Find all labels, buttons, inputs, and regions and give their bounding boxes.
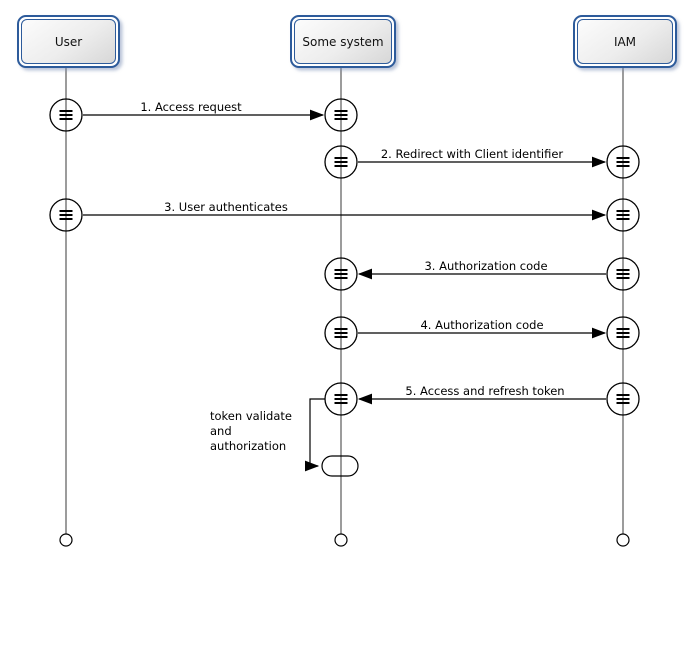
self-message-loop (304, 398, 325, 472)
message-label-access-refresh-token: 5. Access and refresh token (405, 384, 565, 398)
actor-label-some-system: Some system (302, 34, 384, 49)
self-message-target-node (321, 455, 359, 477)
actor-box-some-system: Some system (290, 15, 396, 68)
message-label-authorization-code-return: 3. Authorization code (424, 259, 548, 273)
lifeline-end-iam (616, 533, 630, 547)
message-label-access-request: 1. Access request (140, 100, 242, 114)
lifeline-end-user (59, 533, 73, 547)
message-label-user-authenticates: 3. User authenticates (164, 200, 288, 214)
message-label-authorization-code-send: 4. Authorization code (420, 318, 544, 332)
actor-box-user: User (17, 15, 120, 68)
actor-label-iam: IAM (613, 34, 637, 49)
actor-box-iam: IAM (573, 15, 677, 68)
actor-box-user-inner: User (21, 19, 116, 64)
actor-box-some-system-inner: Some system (294, 19, 392, 64)
message-label-redirect-client-identifier: 2. Redirect with Client identifier (380, 147, 564, 161)
actor-box-iam-inner: IAM (577, 19, 673, 64)
lifeline-end-some-system (334, 533, 348, 547)
self-message-label-line1: token validate (210, 409, 292, 423)
actor-label-user: User (54, 34, 83, 49)
self-message-label-line3: authorization (210, 439, 287, 453)
self-message-label: token validate and authorization (210, 409, 292, 454)
activation-menu-icons (59, 110, 630, 404)
self-message-label-line2: and (210, 424, 232, 438)
activation-circles (49, 98, 640, 416)
